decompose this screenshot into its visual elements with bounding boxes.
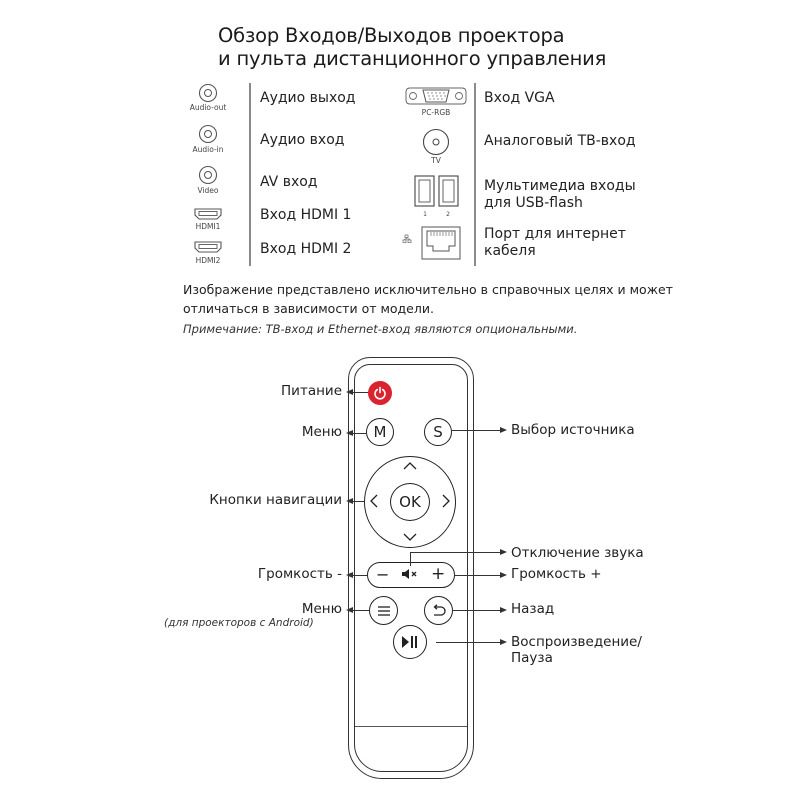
menu-button[interactable]: M (366, 418, 394, 446)
chevron-right-icon[interactable] (442, 494, 450, 508)
label-source: Выбор источника (511, 422, 635, 438)
mute-icon[interactable] (401, 568, 419, 580)
port-label-audio-in: Аудио вход (260, 132, 345, 148)
callout-line (352, 501, 364, 503)
disclaimer-text: Изображение представлено исключительно в… (183, 282, 673, 316)
source-button[interactable]: S (424, 418, 452, 446)
callout-line (410, 552, 412, 566)
port-caption: Audio-in (192, 145, 224, 154)
power-button[interactable] (368, 381, 392, 405)
chevron-left-icon[interactable] (370, 494, 378, 508)
page-title: Обзор Входов/Выходов проектора и пульта … (218, 24, 606, 70)
callout-line (352, 610, 369, 612)
label-android-menu-note: (для проекторов с Android) (164, 617, 314, 629)
title-line-2: и пульта дистанционного управления (218, 47, 607, 70)
callout-line (410, 552, 502, 554)
port-caption: HDMI2 (195, 256, 221, 265)
remote-body-inner (354, 364, 468, 772)
port-caption: Video (197, 186, 219, 195)
back-arrow-icon (433, 603, 446, 616)
port-label-ethernet: Порт для интернет кабеля (484, 226, 626, 259)
audio-jack-icon (198, 124, 218, 144)
divider-line-left (249, 83, 251, 266)
hamburger-icon (377, 605, 390, 616)
callout-line (455, 575, 502, 577)
label-power: Питание (281, 383, 342, 399)
remote-bottom-divider (355, 726, 467, 728)
android-menu-button[interactable] (369, 596, 398, 625)
port-label-tv: Аналоговый ТВ-вход (484, 133, 636, 149)
port-label-hdmi1: Вход HDMI 1 (260, 207, 352, 223)
port-caption: Audio-out (189, 103, 227, 112)
divider-line-right (474, 83, 476, 266)
audio-jack-icon (198, 165, 218, 185)
callout-line (436, 642, 502, 644)
label-navigation: Кнопки навигации (209, 492, 342, 508)
title-line-1: Обзор Входов/Выходов проектора (218, 24, 565, 47)
play-pause-button[interactable] (393, 625, 427, 659)
disclaimer-note: Примечание: ТВ-вход и Ethernet-вход явля… (183, 322, 578, 336)
ok-button[interactable]: OK (390, 483, 430, 521)
power-icon (374, 386, 386, 400)
tv-coax-icon (422, 128, 450, 156)
chevron-up-icon[interactable] (403, 462, 417, 470)
callout-line (352, 433, 366, 435)
chevron-down-icon[interactable] (403, 533, 417, 541)
callout-line (352, 575, 367, 577)
port-caption: HDMI1 (195, 222, 221, 231)
ethernet-port-icon (402, 226, 461, 260)
port-label-hdmi2: Вход HDMI 2 (260, 241, 352, 257)
volume-up-button[interactable]: + (431, 564, 446, 584)
callout-line (352, 392, 368, 394)
port-label-usb: Мультимедиа входы для USB-flash (484, 178, 636, 211)
label-volume-up: Громкость + (511, 566, 602, 582)
callout-line (452, 430, 502, 432)
volume-down-button[interactable]: − (376, 565, 390, 584)
port-label-audio-out: Аудио выход (260, 90, 356, 106)
usb-ports-icon (414, 175, 459, 207)
label-menu: Меню (301, 424, 342, 440)
port-label-av: AV вход (260, 174, 318, 190)
vga-port-icon (405, 87, 467, 105)
label-volume-down: Громкость - (257, 566, 342, 582)
remote-body-outline (348, 357, 474, 779)
port-caption: TV (431, 156, 441, 165)
port-caption: PC-RGB (421, 108, 451, 117)
hdmi-port-icon (194, 208, 222, 220)
label-back: Назад (511, 601, 555, 617)
hdmi-port-icon (194, 241, 222, 253)
audio-jack-icon (198, 83, 218, 103)
label-android-menu: Меню (301, 601, 342, 617)
port-caption: 2 (446, 211, 450, 218)
play-pause-icon (402, 636, 417, 648)
back-button[interactable] (424, 596, 453, 625)
label-mute: Отключение звука (511, 545, 644, 561)
port-caption: 1 (423, 211, 427, 218)
label-play-pause: Воспроизведение/ Пауза (511, 634, 642, 666)
callout-line (453, 610, 502, 612)
port-label-vga: Вход VGA (484, 90, 555, 106)
